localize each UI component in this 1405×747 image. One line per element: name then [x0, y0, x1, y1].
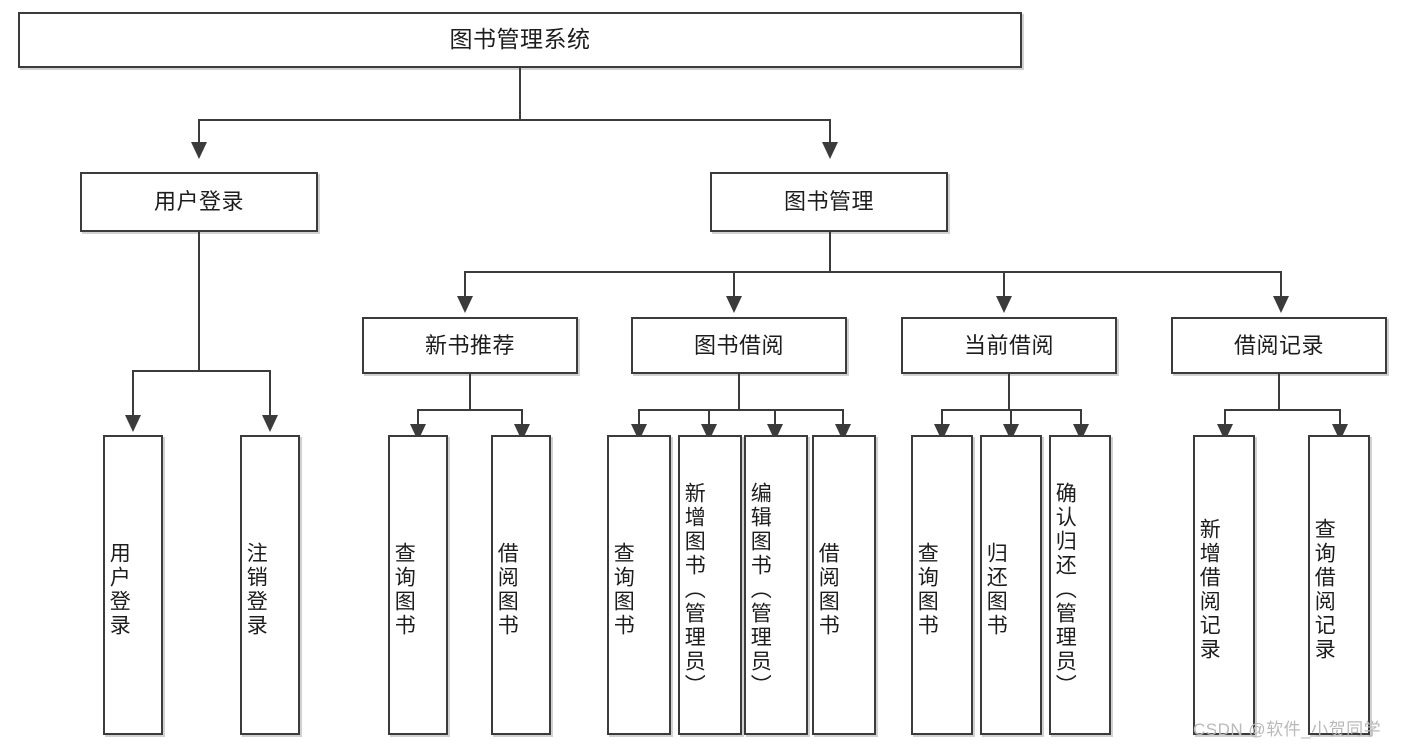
node-leaf-user-logout[interactable]: 注销登录 — [240, 435, 300, 735]
node-leaf-borrow-book-2[interactable]: 借阅图书 — [812, 435, 876, 735]
node-label: 查询图书 — [611, 542, 635, 638]
node-label: 归还图书 — [984, 542, 1008, 638]
node-leaf-edit-book[interactable]: 编辑图书（管理员） — [744, 435, 808, 735]
csdn-watermark: CSDN @软件_小贺同学 — [1193, 720, 1382, 739]
node-label: 用户登录 — [153, 189, 244, 215]
connector-current-borrow-drop-1 — [941, 409, 943, 425]
connector-borrow-record-drop-1 — [1224, 409, 1226, 425]
connector-borrow-record-stem — [1278, 374, 1280, 410]
connector-user-login-bus — [132, 370, 269, 372]
connector-new-book-drop-2 — [521, 409, 523, 425]
connector-book-borrow-drop-2 — [708, 409, 710, 425]
node-leaf-query-record[interactable]: 查询借阅记录 — [1308, 435, 1370, 735]
connector-book-borrow-bus — [638, 409, 844, 411]
arrow-book-manage-to-current-borrow — [996, 296, 1012, 313]
node-label: 注销登录 — [244, 542, 268, 638]
connector-book-manage-drop-2 — [733, 271, 735, 297]
connector-new-book-drop-1 — [417, 409, 419, 425]
node-borrow-record[interactable]: 借阅记录 — [1171, 317, 1387, 374]
connector-user-login-drop-2 — [269, 370, 271, 416]
node-label: 借阅图书 — [495, 542, 519, 638]
node-leaf-return-book[interactable]: 归还图书 — [980, 435, 1042, 735]
connector-root-to-user-login — [198, 119, 200, 143]
connector-user-login-stem — [198, 232, 200, 371]
arrow-user-login-leaf-1 — [125, 415, 141, 432]
connector-book-borrow-drop-3 — [774, 409, 776, 425]
node-leaf-add-book[interactable]: 新增图书（管理员） — [678, 435, 742, 735]
node-book-manage[interactable]: 图书管理 — [710, 172, 948, 232]
arrow-root-to-book-manage — [822, 142, 838, 159]
arrow-user-login-leaf-2 — [262, 415, 278, 432]
node-label: 借阅记录 — [1233, 332, 1324, 358]
node-label: 用户登录 — [107, 542, 131, 638]
connector-root-to-book-manage — [829, 119, 831, 143]
node-leaf-add-record[interactable]: 新增借阅记录 — [1193, 435, 1255, 735]
node-current-borrow[interactable]: 当前借阅 — [901, 317, 1117, 374]
node-label: 图书管理 — [783, 189, 874, 215]
connector-root-bus — [198, 119, 831, 121]
node-root-book-management-system[interactable]: 图书管理系统 — [18, 12, 1022, 68]
connector-book-borrow-stem — [738, 374, 740, 410]
connector-book-manage-drop-3 — [1003, 271, 1005, 297]
node-user-login[interactable]: 用户登录 — [80, 172, 318, 232]
arrow-root-to-user-login — [191, 142, 207, 159]
node-label: 图书管理系统 — [449, 26, 591, 53]
node-label: 借阅图书 — [816, 542, 840, 638]
node-label: 确认归还（管理员） — [1053, 482, 1077, 698]
node-leaf-confirm-return[interactable]: 确认归还（管理员） — [1049, 435, 1111, 735]
node-label: 图书借阅 — [693, 332, 784, 358]
connector-current-borrow-stem — [1008, 374, 1010, 410]
connector-borrow-record-bus — [1224, 409, 1340, 411]
node-new-book-recommend[interactable]: 新书推荐 — [362, 317, 578, 374]
connector-book-manage-drop-4 — [1280, 271, 1282, 297]
connector-root-stem — [519, 68, 521, 120]
node-label: 新增图书（管理员） — [682, 482, 706, 698]
connector-book-borrow-drop-4 — [842, 409, 844, 425]
node-label: 查询借阅记录 — [1312, 518, 1336, 662]
node-leaf-user-login[interactable]: 用户登录 — [103, 435, 163, 735]
node-leaf-query-book-2[interactable]: 查询图书 — [607, 435, 671, 735]
node-leaf-query-book-1[interactable]: 查询图书 — [388, 435, 448, 735]
connector-user-login-drop-1 — [132, 370, 134, 416]
arrow-book-manage-to-borrow-record — [1273, 296, 1289, 313]
node-label: 查询图书 — [392, 542, 416, 638]
connector-current-borrow-drop-2 — [1010, 409, 1012, 425]
connector-book-manage-stem — [829, 232, 831, 272]
arrow-book-manage-to-new-book — [457, 296, 473, 313]
connector-borrow-record-drop-2 — [1339, 409, 1341, 425]
connector-book-manage-drop-1 — [464, 271, 466, 297]
node-label: 编辑图书（管理员） — [748, 482, 772, 698]
node-label: 查询图书 — [915, 542, 939, 638]
connector-current-borrow-drop-3 — [1080, 409, 1082, 425]
node-book-borrow[interactable]: 图书借阅 — [631, 317, 847, 374]
connector-new-book-stem — [469, 374, 471, 410]
connector-new-book-bus — [417, 409, 522, 411]
node-leaf-borrow-book-1[interactable]: 借阅图书 — [491, 435, 551, 735]
node-label: 新增借阅记录 — [1197, 518, 1221, 662]
node-label: 当前借阅 — [963, 332, 1054, 358]
node-label: 新书推荐 — [424, 332, 515, 358]
arrow-book-manage-to-book-borrow — [726, 296, 742, 313]
connector-book-manage-bus — [464, 271, 1280, 273]
connector-book-borrow-drop-1 — [638, 409, 640, 425]
node-leaf-query-book-3[interactable]: 查询图书 — [911, 435, 973, 735]
